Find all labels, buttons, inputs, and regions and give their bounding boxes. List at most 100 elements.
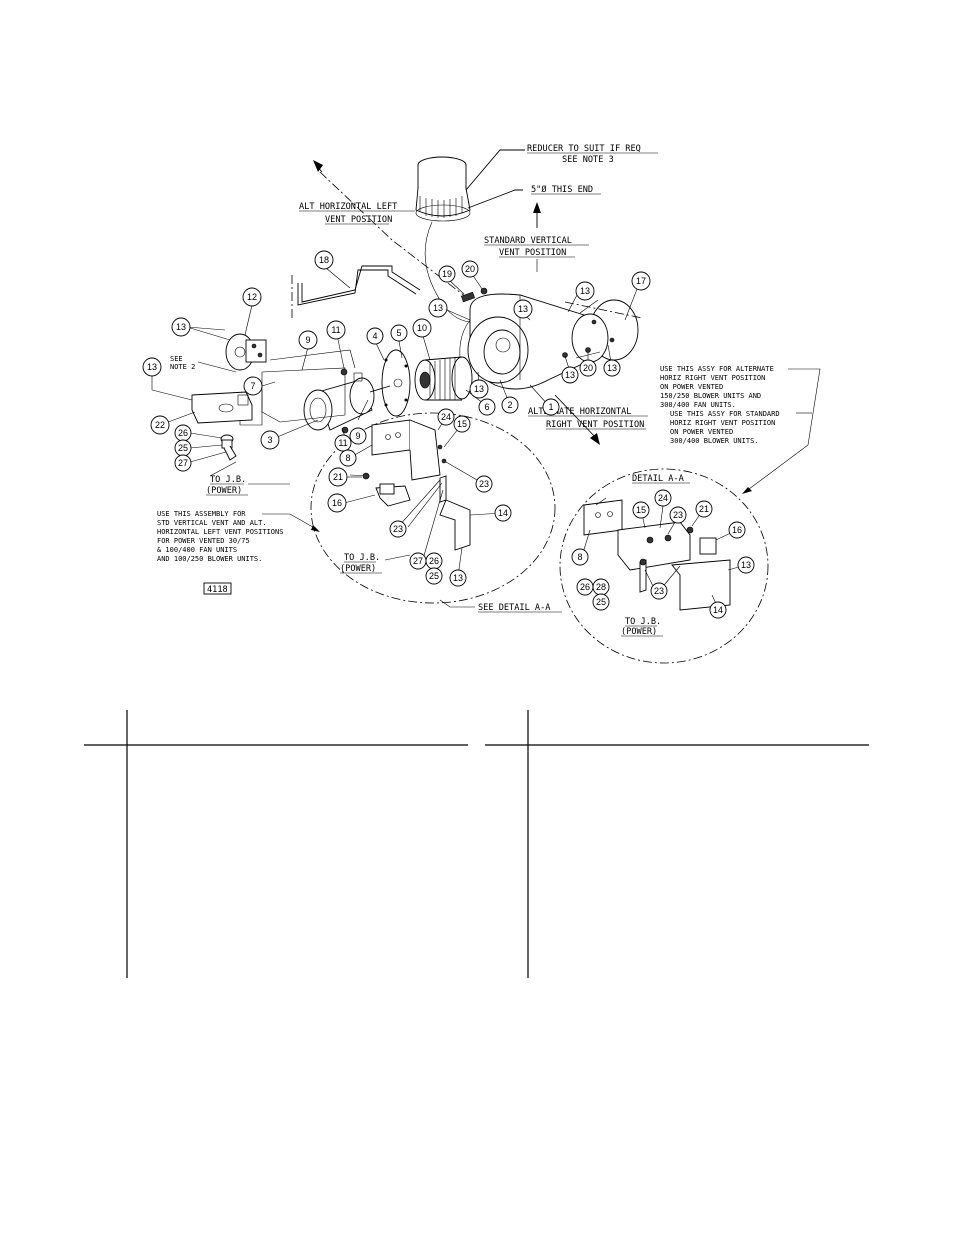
to-jb-2a: TO J.B. bbox=[344, 553, 380, 563]
svg-text:USE THIS ASSY FOR STANDARD: USE THIS ASSY FOR STANDARD bbox=[670, 410, 780, 418]
svg-text:13: 13 bbox=[518, 304, 528, 314]
svg-text:26: 26 bbox=[429, 556, 439, 566]
svg-text:24: 24 bbox=[658, 493, 668, 503]
svg-text:14: 14 bbox=[498, 508, 508, 518]
svg-text:23: 23 bbox=[393, 524, 403, 534]
svg-text:HORIZ RIGHT VENT POSITION: HORIZ RIGHT VENT POSITION bbox=[660, 374, 765, 382]
detail-aa-assembly bbox=[583, 497, 731, 611]
svg-text:20: 20 bbox=[465, 264, 475, 274]
svg-text:26: 26 bbox=[178, 428, 188, 438]
drawing-number-box bbox=[203, 582, 232, 595]
five-dia-label: 5"Ø THIS END bbox=[531, 184, 593, 195]
svg-text:15: 15 bbox=[636, 505, 646, 515]
svg-text:22: 22 bbox=[155, 420, 165, 430]
part-number-bubbles: 13 12 13 22 26 25 27 7 9 18 11 4 5 10 3 … bbox=[142, 250, 755, 619]
svg-text:USE THIS ASSY FOR ALTERNATE: USE THIS ASSY FOR ALTERNATE bbox=[660, 365, 774, 373]
svg-text:23: 23 bbox=[654, 586, 664, 596]
svg-text:FOR POWER VENTED 30/75: FOR POWER VENTED 30/75 bbox=[157, 537, 250, 545]
alt-horiz-left-label-2: VENT POSITION bbox=[325, 215, 392, 225]
svg-text:13: 13 bbox=[741, 560, 751, 570]
svg-text:8: 8 bbox=[345, 453, 350, 463]
vent-reducer bbox=[415, 156, 471, 222]
detail-aa-label: DETAIL A-A bbox=[632, 474, 685, 484]
svg-text:26: 26 bbox=[580, 582, 590, 592]
svg-text:13: 13 bbox=[474, 384, 484, 394]
svg-text:21: 21 bbox=[699, 504, 709, 514]
to-jb-3b: (POWER) bbox=[621, 627, 657, 637]
to-jb-2b: (POWER) bbox=[340, 564, 376, 574]
svg-text:28: 28 bbox=[596, 582, 606, 592]
detail-aa-circle bbox=[559, 468, 769, 664]
see-note-3-label: SEE NOTE 3 bbox=[562, 155, 614, 165]
svg-text:8: 8 bbox=[577, 552, 582, 562]
svg-text:300/400 BLOWER UNITS.: 300/400 BLOWER UNITS. bbox=[670, 437, 759, 445]
svg-text:9: 9 bbox=[355, 431, 360, 441]
alt-horiz-right-label-1: ALTERNATE HORIZONTAL bbox=[528, 407, 631, 417]
alt-horiz-left-label-1: ALT HORIZONTAL LEFT bbox=[299, 202, 397, 212]
motor-plate bbox=[381, 349, 411, 417]
svg-text:AND 100/250 BLOWER UNITS.: AND 100/250 BLOWER UNITS. bbox=[157, 555, 262, 563]
svg-text:23: 23 bbox=[479, 479, 489, 489]
svg-text:2: 2 bbox=[507, 400, 512, 410]
see-note-2a: SEE bbox=[170, 355, 183, 363]
pressure-switch bbox=[225, 333, 267, 371]
to-jb-1b: (POWER) bbox=[206, 486, 242, 496]
svg-text:17: 17 bbox=[636, 276, 646, 286]
svg-text:13: 13 bbox=[147, 362, 157, 372]
svg-text:5: 5 bbox=[396, 328, 401, 338]
std-vert-label-1: STANDARD VERTICAL bbox=[484, 236, 572, 246]
svg-text:ON POWER VENTED: ON POWER VENTED bbox=[660, 383, 723, 391]
svg-text:14: 14 bbox=[713, 605, 723, 615]
blower-wheel bbox=[414, 356, 473, 401]
svg-text:& 100/400 FAN UNITS: & 100/400 FAN UNITS bbox=[157, 546, 237, 554]
see-note-2b: NOTE 2 bbox=[170, 363, 195, 371]
svg-text:4: 4 bbox=[372, 331, 377, 341]
junction-box bbox=[191, 391, 253, 424]
svg-text:13: 13 bbox=[580, 286, 590, 296]
svg-text:27: 27 bbox=[178, 458, 188, 468]
svg-text:16: 16 bbox=[732, 525, 742, 535]
drawing-number: 4118 bbox=[207, 585, 228, 595]
blower-housing bbox=[459, 293, 615, 390]
svg-text:3: 3 bbox=[267, 435, 272, 445]
svg-text:13: 13 bbox=[453, 573, 463, 583]
outlet-plate bbox=[571, 299, 639, 363]
svg-text:18: 18 bbox=[319, 255, 329, 265]
svg-text:USE THIS ASSEMBLY FOR: USE THIS ASSEMBLY FOR bbox=[157, 510, 246, 518]
see-detail-label: SEE DETAIL A-A bbox=[478, 603, 551, 613]
svg-text:16: 16 bbox=[332, 498, 342, 508]
mounting-bracket-assy bbox=[349, 419, 471, 551]
svg-text:25: 25 bbox=[178, 443, 188, 453]
conduit-fitting bbox=[220, 434, 237, 461]
assembly-detail-circle bbox=[310, 412, 556, 604]
svg-text:7: 7 bbox=[250, 381, 255, 391]
svg-text:19: 19 bbox=[442, 269, 452, 279]
svg-text:HORIZONTAL LEFT VENT POSITIONS: HORIZONTAL LEFT VENT POSITIONS bbox=[157, 528, 283, 536]
svg-text:13: 13 bbox=[176, 322, 186, 332]
reducer-leader bbox=[465, 149, 525, 191]
to-jb-1a: TO J.B. bbox=[210, 475, 246, 485]
svg-text:25: 25 bbox=[429, 571, 439, 581]
to-jb-3a: TO J.B. bbox=[625, 617, 661, 627]
alt-horiz-right-label-2: RIGHT VENT POSITION bbox=[546, 420, 644, 430]
parts-list-table bbox=[84, 710, 869, 978]
svg-text:ON POWER VENTED: ON POWER VENTED bbox=[670, 428, 733, 436]
svg-text:11: 11 bbox=[331, 325, 340, 335]
svg-text:21: 21 bbox=[333, 472, 343, 482]
svg-text:13: 13 bbox=[565, 370, 575, 380]
svg-text:12: 12 bbox=[247, 292, 257, 302]
svg-text:9: 9 bbox=[305, 335, 310, 345]
svg-text:HORIZ RIGHT VENT POSITION: HORIZ RIGHT VENT POSITION bbox=[670, 419, 775, 427]
svg-text:150/250 BLOWER UNITS AND: 150/250 BLOWER UNITS AND bbox=[660, 392, 761, 400]
svg-text:11: 11 bbox=[338, 438, 347, 448]
svg-text:STD VERTICAL VENT AND ALT.: STD VERTICAL VENT AND ALT. bbox=[157, 519, 267, 527]
svg-text:25: 25 bbox=[596, 597, 606, 607]
use-assembly-note-alt: USE THIS ASSY FOR ALTERNATE HORIZ RIGHT … bbox=[660, 365, 774, 409]
svg-text:13: 13 bbox=[433, 303, 443, 313]
use-assembly-note-std2: USE THIS ASSY FOR STANDARD HORIZ RIGHT V… bbox=[670, 410, 780, 445]
svg-text:20: 20 bbox=[583, 363, 593, 373]
svg-text:24: 24 bbox=[441, 412, 451, 422]
use-assembly-note-std: USE THIS ASSEMBLY FOR STD VERTICAL VENT … bbox=[157, 510, 283, 563]
svg-text:13: 13 bbox=[607, 363, 617, 373]
svg-text:1: 1 bbox=[548, 402, 553, 412]
